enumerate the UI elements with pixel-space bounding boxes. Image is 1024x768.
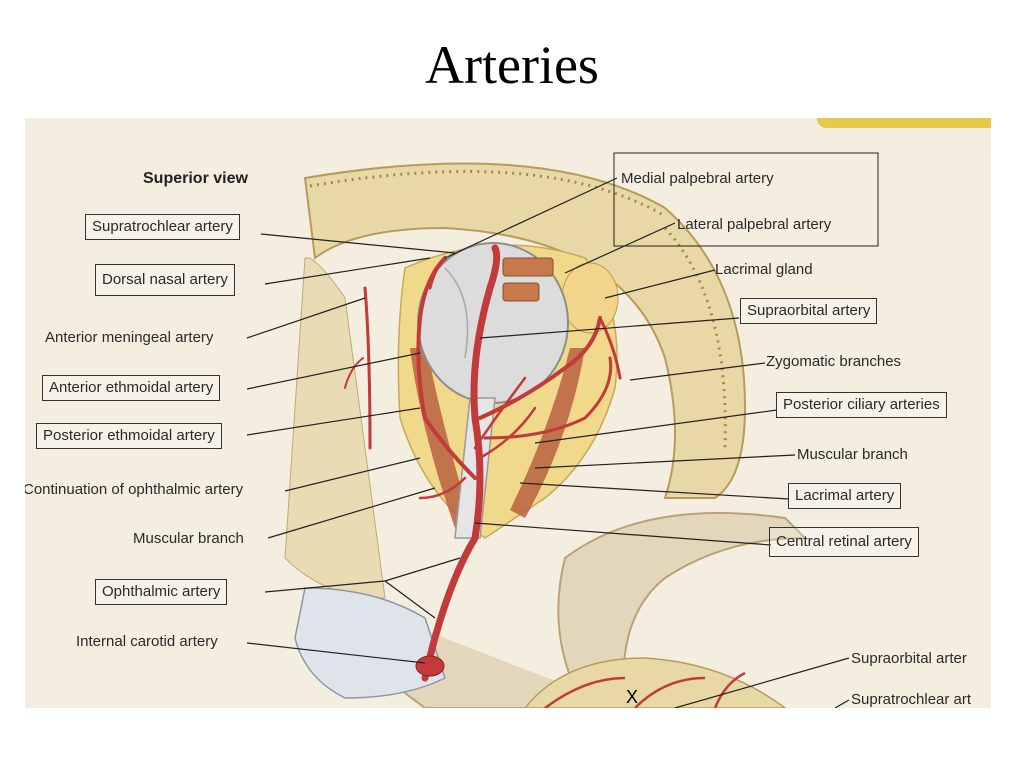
cranial-bone [303,162,747,499]
label-central-retinal-artery: Central retinal artery [769,527,919,557]
anatomy-figure: Superior view Supratrochlear artery Dors… [25,118,991,708]
label-lacrimal-gland: Lacrimal gland [715,261,813,278]
view-title: Superior view [143,170,248,187]
label-continuation-ophthalmic-artery: Continuation of ophthalmic artery [25,481,244,498]
label-ophthalmic-artery: Ophthalmic artery [95,579,228,605]
label-posterior-ciliary-arteries: Posterior ciliary arteries [776,392,947,418]
orbit-illustration [25,118,991,708]
label-supraorbital-artery-bottom: Supraorbital arter [851,650,967,667]
label-medial-palpebral-artery: Medial palpebral artery [621,170,774,187]
label-dorsal-nasal-artery: Dorsal nasal artery [95,264,235,296]
label-supraorbital-artery: Supraorbital artery [740,298,878,324]
label-supratrochlear-artery: Supratrochlear artery [85,214,240,240]
label-posterior-ethmoidal-artery: Posterior ethmoidal artery [36,423,222,449]
label-lateral-palpebral-artery: Lateral palpebral artery [677,216,832,233]
label-supratrochlear-artery-bottom: Supratrochlear art [851,691,972,708]
label-lacrimal-artery: Lacrimal artery [788,483,902,509]
label-anterior-ethmoidal-artery: Anterior ethmoidal artery [42,375,221,401]
label-muscular-branch-right: Muscular branch [797,446,908,463]
label-internal-carotid-artery: Internal carotid artery [76,633,218,650]
label-anterior-meningeal-artery: Anterior meningeal artery [45,329,214,346]
label-muscular-branch-left: Muscular branch [133,530,244,547]
label-zygomatic-branches: Zygomatic branches [766,353,902,370]
bottom-mark: X [626,687,639,707]
corner-banner [817,118,991,128]
slide-title: Arteries [425,35,599,95]
